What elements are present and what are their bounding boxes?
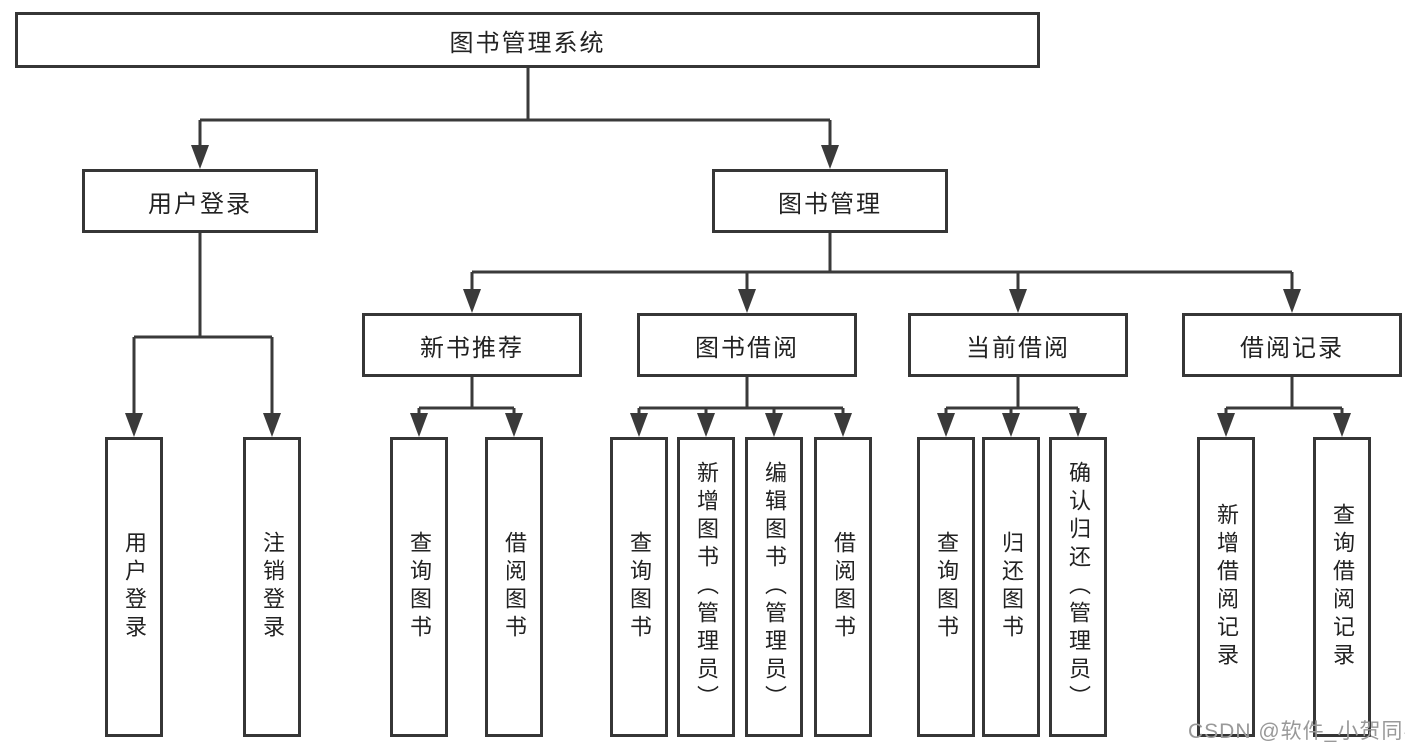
node-current-borrow: 当前借阅 (908, 313, 1128, 377)
node-br-add-record-label: 新增借阅记录 (1214, 503, 1239, 671)
node-user-login-leaf: 用户登录 (105, 437, 163, 737)
node-user-login: 用户登录 (82, 169, 318, 233)
arrow-down-icon (191, 145, 209, 169)
node-root-label: 图书管理系统 (449, 29, 606, 57)
arrow-down-icon (1217, 413, 1235, 437)
node-br-query-record-label: 查询借阅记录 (1330, 503, 1355, 671)
node-book-management: 图书管理 (712, 169, 948, 233)
node-bb-query-books-label: 查询图书 (627, 531, 652, 643)
arrow-down-icon (410, 413, 428, 437)
arrow-down-icon (505, 413, 523, 437)
arrow-down-icon (263, 413, 281, 437)
node-bb-borrow-books-label: 借阅图书 (831, 531, 856, 643)
node-borrow-records-label: 借阅记录 (1240, 334, 1344, 362)
csdn-watermark: CSDN @软件_小贺同学 (1188, 720, 1405, 743)
node-current-borrow-label: 当前借阅 (966, 334, 1070, 362)
connector-current-borrow-children (937, 377, 1087, 437)
arrow-down-icon (463, 289, 481, 313)
node-cb-return-books-label: 归还图书 (999, 531, 1024, 643)
node-br-add-record: 新增借阅记录 (1197, 437, 1255, 737)
node-new-book-recommend: 新书推荐 (362, 313, 582, 377)
arrow-down-icon (937, 413, 955, 437)
arrow-down-icon (1069, 413, 1087, 437)
node-cb-query-books-label: 查询图书 (934, 531, 959, 643)
arrow-down-icon (1002, 413, 1020, 437)
node-cb-return-books: 归还图书 (982, 437, 1040, 737)
connector-book-borrow-children (630, 377, 852, 437)
arrow-down-icon (125, 413, 143, 437)
arrow-down-icon (738, 289, 756, 313)
connector-borrow-records-children (1217, 377, 1351, 437)
connector-user-login-children (125, 233, 281, 437)
node-br-query-record: 查询借阅记录 (1313, 437, 1371, 737)
node-new-book-recommend-label: 新书推荐 (420, 334, 524, 362)
node-book-borrow-label: 图书借阅 (695, 334, 799, 362)
node-user-login-label: 用户登录 (148, 190, 252, 218)
node-nb-borrow-books: 借阅图书 (485, 437, 543, 737)
node-cb-confirm-return-admin: 确认归还（管理员） (1049, 437, 1107, 737)
node-root: 图书管理系统 (15, 12, 1040, 68)
node-bb-add-books-admin: 新增图书（管理员） (677, 437, 735, 737)
arrow-down-icon (821, 145, 839, 169)
node-nb-query-books-label: 查询图书 (407, 531, 432, 643)
connector-new-book-recommend-children (410, 377, 523, 437)
node-book-management-label: 图书管理 (778, 190, 882, 218)
arrow-down-icon (765, 413, 783, 437)
node-cb-confirm-return-admin-label: 确认归还（管理员） (1066, 461, 1091, 713)
node-logout-leaf: 注销登录 (243, 437, 301, 737)
node-cb-query-books: 查询图书 (917, 437, 975, 737)
node-bb-add-books-admin-label: 新增图书（管理员） (694, 461, 719, 713)
node-borrow-records: 借阅记录 (1182, 313, 1402, 377)
node-bb-edit-books-admin: 编辑图书（管理员） (745, 437, 803, 737)
node-bb-query-books: 查询图书 (610, 437, 668, 737)
node-book-borrow: 图书借阅 (637, 313, 857, 377)
node-logout-leaf-label: 注销登录 (260, 531, 285, 643)
connector-root-to-level2 (191, 68, 839, 169)
connector-book-management-children (463, 233, 1301, 313)
arrow-down-icon (1009, 289, 1027, 313)
arrow-down-icon (1333, 413, 1351, 437)
arrow-down-icon (1283, 289, 1301, 313)
arrow-down-icon (834, 413, 852, 437)
node-bb-edit-books-admin-label: 编辑图书（管理员） (762, 461, 787, 713)
node-user-login-leaf-label: 用户登录 (122, 531, 147, 643)
node-nb-borrow-books-label: 借阅图书 (502, 531, 527, 643)
arrow-down-icon (697, 413, 715, 437)
node-nb-query-books: 查询图书 (390, 437, 448, 737)
arrow-down-icon (630, 413, 648, 437)
node-bb-borrow-books: 借阅图书 (814, 437, 872, 737)
